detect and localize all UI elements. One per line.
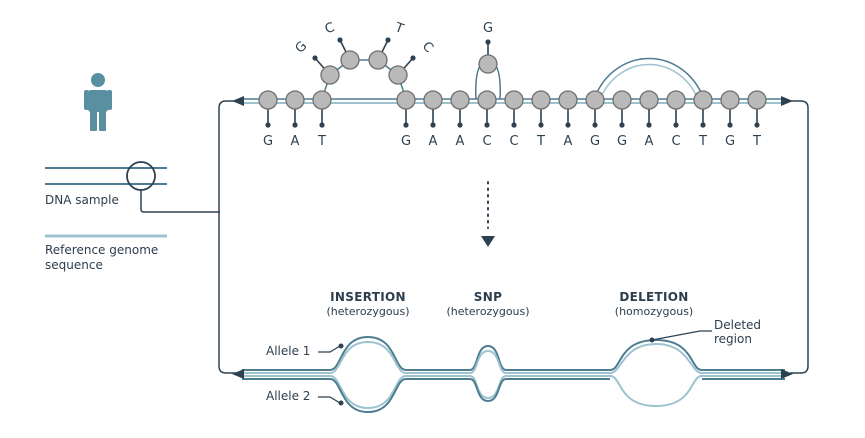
sequence-letter: T (752, 134, 761, 149)
nucleotide-stem-end (511, 122, 517, 128)
allele2-label: Allele 2 (266, 389, 311, 403)
sequence-letter: C (482, 134, 491, 149)
bottom-arrow-left (232, 369, 244, 379)
allele1-pointer (318, 345, 341, 353)
reference-genome-label-line2: sequence (45, 258, 103, 272)
nucleotide-node (504, 90, 524, 110)
sequence-letter: A (429, 134, 438, 149)
nucleotide-stem-end (727, 122, 733, 128)
nucleotide-node (396, 90, 416, 110)
nucleotide-stem-end (619, 122, 625, 128)
nucleotide-stem-end (700, 122, 706, 128)
sequence-letter: A (291, 134, 300, 149)
deletion-arc-outer (593, 57, 705, 100)
insertion-letter: C (323, 20, 337, 37)
nucleotide-node (450, 90, 470, 110)
nucleotide-stem-end (457, 122, 463, 128)
zoom-connector (140, 190, 220, 213)
nucleotide-node (531, 90, 551, 110)
snp-letter: G (483, 21, 493, 36)
sequence-letter: G (401, 134, 411, 149)
sequence-letter: A (564, 134, 573, 149)
snp-node (478, 54, 498, 74)
deleted-region-label: Deleted (714, 318, 762, 332)
snp-title: SNP (473, 290, 503, 304)
sequence-letter: T (698, 134, 707, 149)
sequence-letter: C (509, 134, 518, 149)
nucleotide-stem-end (430, 122, 436, 128)
strand-arrow-right (781, 96, 793, 106)
insertion-letter: G (293, 39, 311, 57)
dotted-arrow (481, 181, 495, 247)
nucleotide-node (693, 90, 713, 110)
nucleotide-node (747, 90, 767, 110)
frame-right (790, 100, 809, 374)
sequence-letter: A (456, 134, 465, 149)
insertion-stem-end (385, 37, 391, 43)
nucleotide-stem-end (673, 122, 679, 128)
sequence-letter: T (317, 134, 326, 149)
insertion-letter: C (419, 39, 436, 56)
nucleotide-stem-end (292, 122, 298, 128)
deletion-title: DELETION (619, 290, 689, 304)
nucleotide-stem-end (592, 122, 598, 128)
insertion-node (368, 50, 388, 70)
nucleotide-node (477, 90, 497, 110)
frame-left (218, 100, 240, 374)
nucleotide-node (423, 90, 443, 110)
nucleotide-stem-end (754, 122, 760, 128)
allele1-label: Allele 1 (266, 344, 311, 358)
reference-genome-label: Reference genome (45, 243, 159, 257)
nucleotide-stem-end (265, 122, 271, 128)
sequence-letter: C (671, 134, 680, 149)
bottom-arrow-right (781, 369, 793, 379)
insertion-node (388, 65, 408, 85)
strand-arrow-left (232, 96, 244, 106)
nucleotide-node (558, 90, 578, 110)
nucleotide-stem-end (403, 122, 409, 128)
nucleotide-node (639, 90, 659, 110)
nucleotide-node (666, 90, 686, 110)
nucleotide-stem-end (646, 122, 652, 128)
nucleotide-stem-end (484, 122, 490, 128)
insertion-node (320, 65, 340, 85)
insertion-stem-end (337, 37, 343, 43)
snp-stem-end (485, 39, 491, 45)
dna-sample-legend-line (45, 161, 220, 213)
nucleotide-node (612, 90, 632, 110)
sequence-letter: G (590, 134, 600, 149)
sequence-letter: G (725, 134, 735, 149)
nucleotide-node (258, 90, 278, 110)
nucleotide-node (720, 90, 740, 110)
deletion-subtitle: (homozygous) (614, 305, 694, 318)
nucleotide-stem-end (538, 122, 544, 128)
nucleotide-stem-end (565, 122, 571, 128)
insertion-stem-end (312, 55, 318, 61)
insertion-stem-end (410, 55, 416, 61)
allele2-pointer (318, 396, 341, 404)
insertion-node (340, 50, 360, 70)
sequence-letter: G (263, 134, 273, 149)
insertion-letter: T (392, 20, 406, 37)
deleted-region-pointer (651, 330, 712, 341)
sequence-letter: G (617, 134, 627, 149)
snp-subtitle: (heterozygous) (446, 305, 530, 318)
insertion-subtitle: (heterozygous) (326, 305, 410, 318)
deleted-region-label-line2: region (714, 332, 752, 346)
nucleotide-stem-end (319, 122, 325, 128)
nucleotide-node (285, 90, 305, 110)
insertion-title: INSERTION (330, 290, 406, 304)
nucleotide-node (585, 90, 605, 110)
nucleotide-node (312, 90, 332, 110)
sequence-letter: T (536, 134, 545, 149)
sample-zoom-circle (126, 161, 156, 191)
bottom-strands (232, 335, 793, 414)
person-icon (84, 73, 112, 131)
sequence-letter: A (645, 134, 654, 149)
deletion-arc-inner (599, 63, 699, 100)
dna-sample-label: DNA sample (45, 193, 119, 207)
